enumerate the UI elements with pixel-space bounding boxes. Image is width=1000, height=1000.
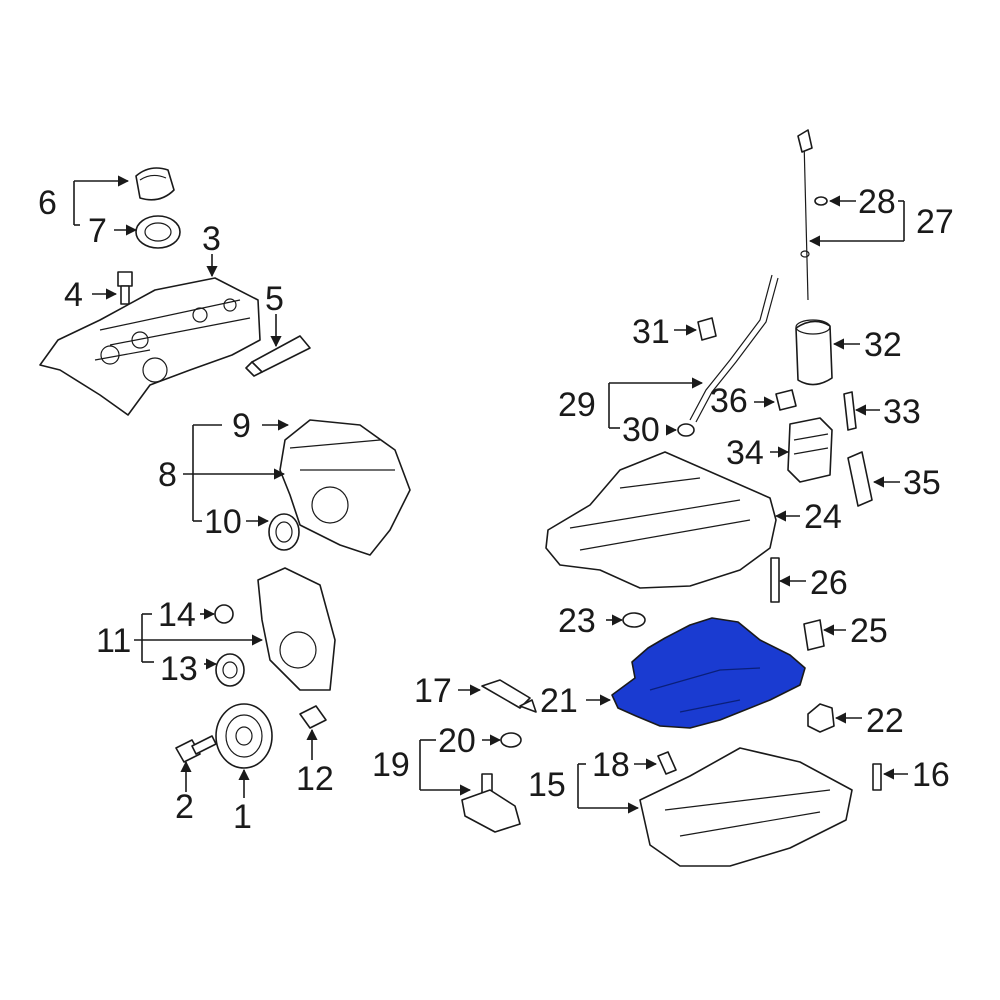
callout-18: 18 bbox=[592, 746, 630, 784]
filter-housing-bolt[interactable] bbox=[775, 389, 797, 411]
callout-32: 32 bbox=[864, 326, 902, 364]
dipstick-o-ring[interactable] bbox=[814, 196, 828, 206]
oil-cooler[interactable] bbox=[787, 417, 833, 483]
oil-pan-baffle[interactable] bbox=[611, 617, 806, 729]
cover-bolt[interactable] bbox=[299, 705, 327, 729]
oil-pan-bolt-long[interactable] bbox=[770, 557, 780, 603]
drain-plug[interactable] bbox=[657, 751, 677, 775]
tube-o-ring[interactable] bbox=[677, 423, 695, 437]
callout-4: 4 bbox=[64, 276, 83, 314]
callout-34: 34 bbox=[726, 434, 764, 472]
callout-9: 9 bbox=[232, 407, 251, 445]
callout-29: 29 bbox=[558, 386, 596, 424]
lower-timing-cover[interactable] bbox=[257, 567, 336, 691]
pulley-bolt[interactable] bbox=[175, 735, 217, 763]
callout-30: 30 bbox=[622, 411, 660, 449]
oil-level-sensor[interactable] bbox=[807, 703, 835, 733]
tube-bolt[interactable] bbox=[697, 317, 717, 341]
callout-22: 22 bbox=[866, 702, 904, 740]
oil-pump-o-ring[interactable] bbox=[500, 732, 522, 748]
callout-26: 26 bbox=[810, 564, 848, 602]
callout-33: 33 bbox=[883, 393, 921, 431]
callout-8: 8 bbox=[158, 456, 177, 494]
callout-36: 36 bbox=[710, 382, 748, 420]
callout-7: 7 bbox=[88, 212, 107, 250]
leader-lines bbox=[73, 175, 908, 814]
oil-pump-pickup[interactable] bbox=[461, 773, 521, 833]
oil-cooler-gasket[interactable] bbox=[847, 451, 873, 507]
callout-15: 15 bbox=[528, 766, 566, 804]
callout-5: 5 bbox=[265, 280, 284, 318]
pan-sealant-tube[interactable] bbox=[481, 679, 537, 713]
oil-filler-cap[interactable] bbox=[135, 167, 175, 201]
callout-19: 19 bbox=[372, 746, 410, 784]
callout-13: 13 bbox=[160, 650, 198, 688]
upper-oil-pan[interactable] bbox=[545, 451, 777, 589]
callout-25: 25 bbox=[850, 612, 888, 650]
oil-pan-o-ring[interactable] bbox=[622, 612, 646, 628]
callout-11: 11 bbox=[96, 622, 131, 660]
oil-filter[interactable] bbox=[795, 319, 833, 386]
dipstick-tube[interactable] bbox=[689, 274, 779, 423]
sealant-tube[interactable] bbox=[245, 335, 311, 377]
callout-1: 1 bbox=[233, 798, 252, 836]
callout-16: 16 bbox=[912, 756, 950, 794]
cover-seal[interactable] bbox=[215, 653, 245, 687]
callout-31: 31 bbox=[632, 313, 670, 351]
callout-10: 10 bbox=[204, 503, 242, 541]
callout-24: 24 bbox=[804, 498, 842, 536]
dipstick[interactable] bbox=[797, 129, 813, 301]
oil-pressure-sensor[interactable] bbox=[843, 391, 857, 431]
cover-plug[interactable] bbox=[214, 604, 234, 624]
callout-12: 12 bbox=[296, 760, 334, 798]
timing-cover-seal[interactable] bbox=[268, 513, 300, 551]
oil-pan-stud[interactable] bbox=[803, 619, 825, 651]
filler-cap-seal[interactable] bbox=[135, 215, 181, 249]
valve-cover-bolt[interactable] bbox=[117, 271, 133, 305]
crankshaft-pulley[interactable] bbox=[215, 703, 273, 769]
callout-2: 2 bbox=[175, 788, 194, 826]
lower-pan-bolt[interactable] bbox=[872, 763, 882, 791]
callout-20: 20 bbox=[438, 722, 476, 760]
callout-17: 17 bbox=[414, 672, 452, 710]
callout-35: 35 bbox=[903, 464, 941, 502]
valve-cover[interactable] bbox=[39, 277, 261, 416]
callout-21: 21 bbox=[540, 682, 578, 720]
callout-3: 3 bbox=[202, 220, 221, 258]
callout-28: 28 bbox=[858, 183, 896, 221]
timing-cover[interactable] bbox=[279, 419, 411, 556]
callout-14: 14 bbox=[158, 596, 196, 634]
callout-27: 27 bbox=[916, 203, 954, 241]
callout-23: 23 bbox=[558, 602, 596, 640]
callout-6: 6 bbox=[38, 184, 57, 222]
lower-oil-pan[interactable] bbox=[639, 747, 853, 867]
